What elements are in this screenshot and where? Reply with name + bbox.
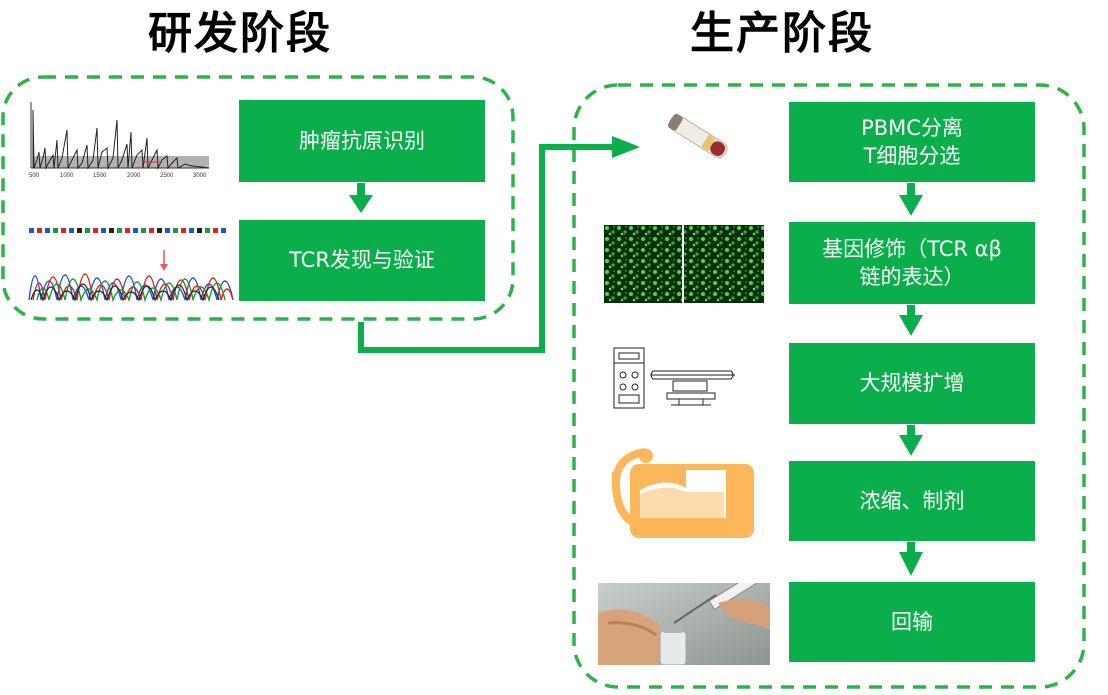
research-step-tumor-antigen: 肿瘤抗原识别 [239, 100, 485, 182]
bioreactor-equipment-image [613, 347, 735, 409]
research-step-tcr-discovery: TCR发现与验证 [239, 220, 485, 301]
svg-text:1000: 1000 [60, 173, 74, 179]
sequencing-chromatogram-image [28, 228, 234, 303]
production-step-arrow-1 [899, 183, 923, 216]
production-step-arrow-2 [899, 305, 923, 336]
svg-text:3000: 3000 [193, 173, 207, 179]
mass-spectrum-image: 500 1000 1500 2000 2500 3000 [29, 102, 210, 179]
research-stage-boundary [1, 75, 515, 321]
research-stage-title: 研发阶段 [148, 8, 332, 59]
research-step-arrow [349, 195, 373, 213]
production-stage-title: 生产阶段 [690, 8, 874, 59]
blood-tube-image [667, 113, 728, 159]
production-step-expansion: 大规模扩增 [789, 343, 1035, 424]
stage-connector-line [358, 144, 614, 353]
infusion-syringe-image [598, 583, 770, 665]
svg-text:2000: 2000 [127, 173, 141, 179]
svg-text:2500: 2500 [160, 173, 174, 179]
svg-text:500: 500 [29, 173, 40, 179]
stage-connector-arrowhead [612, 136, 640, 158]
production-step-arrow-4 [899, 542, 923, 576]
production-step-pbmc-separation: PBMC分离 T细胞分选 [789, 102, 1035, 182]
production-step-infusion: 回输 [789, 582, 1035, 662]
production-stage-boundary [572, 83, 1086, 689]
fluorescence-microscopy-image [604, 225, 764, 303]
production-step-arrow-3 [899, 425, 923, 456]
svg-text:1500: 1500 [93, 173, 107, 179]
production-step-gene-modification: 基因修饰（TCR αβ 链的表达） [789, 222, 1035, 304]
cell-processing-device-image [611, 448, 754, 538]
production-step-formulation: 浓缩、制剂 [789, 461, 1035, 541]
